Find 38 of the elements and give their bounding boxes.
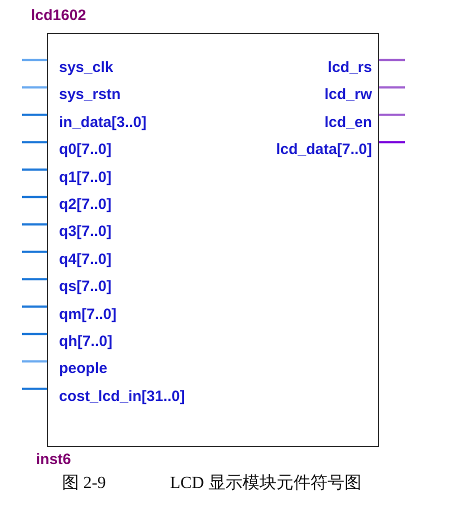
pin-line	[22, 196, 47, 198]
pin-line	[379, 86, 405, 88]
port-label: sys_clk	[59, 59, 114, 77]
port-label: lcd_en	[324, 114, 372, 132]
port-label: qs[7..0]	[59, 278, 112, 296]
pin-line	[379, 114, 405, 116]
symbol-name: lcd1602	[31, 7, 86, 25]
instance-name: inst6	[36, 451, 72, 469]
pin-line	[22, 388, 47, 390]
port-label: in_data[3..0]	[59, 114, 147, 132]
pin-line	[22, 58, 47, 62]
port-label: lcd_data[7..0]	[276, 141, 372, 160]
pin-line	[379, 141, 405, 144]
pin-line	[22, 332, 47, 336]
port-label: q2[7..0]	[59, 196, 112, 214]
pin-line	[22, 141, 47, 144]
port-label: qm[7..0]	[59, 306, 117, 324]
pin-line	[22, 250, 47, 253]
port-label: q3[7..0]	[59, 223, 112, 242]
port-label: people	[59, 360, 108, 378]
pin-line	[22, 306, 47, 308]
port-label: q1[7..0]	[59, 168, 112, 187]
figure-caption: LCD 显示模块元件符号图	[170, 473, 362, 493]
pin-line	[379, 58, 405, 62]
pin-line	[22, 223, 47, 226]
port-label: lcd_rw	[324, 86, 372, 104]
pin-line	[22, 86, 47, 88]
port-label: qh[7..0]	[59, 333, 112, 351]
pin-line	[22, 114, 47, 116]
port-label: q4[7..0]	[59, 250, 112, 269]
port-label: q0[7..0]	[59, 141, 112, 160]
port-label: sys_rstn	[59, 86, 121, 104]
port-label: cost_lcd_in[31..0]	[59, 388, 185, 406]
pin-line	[22, 360, 47, 362]
figure-caption: 图 2-9	[62, 473, 106, 493]
port-label: lcd_rs	[328, 59, 372, 77]
pin-line	[22, 278, 47, 280]
pin-line	[22, 168, 47, 171]
